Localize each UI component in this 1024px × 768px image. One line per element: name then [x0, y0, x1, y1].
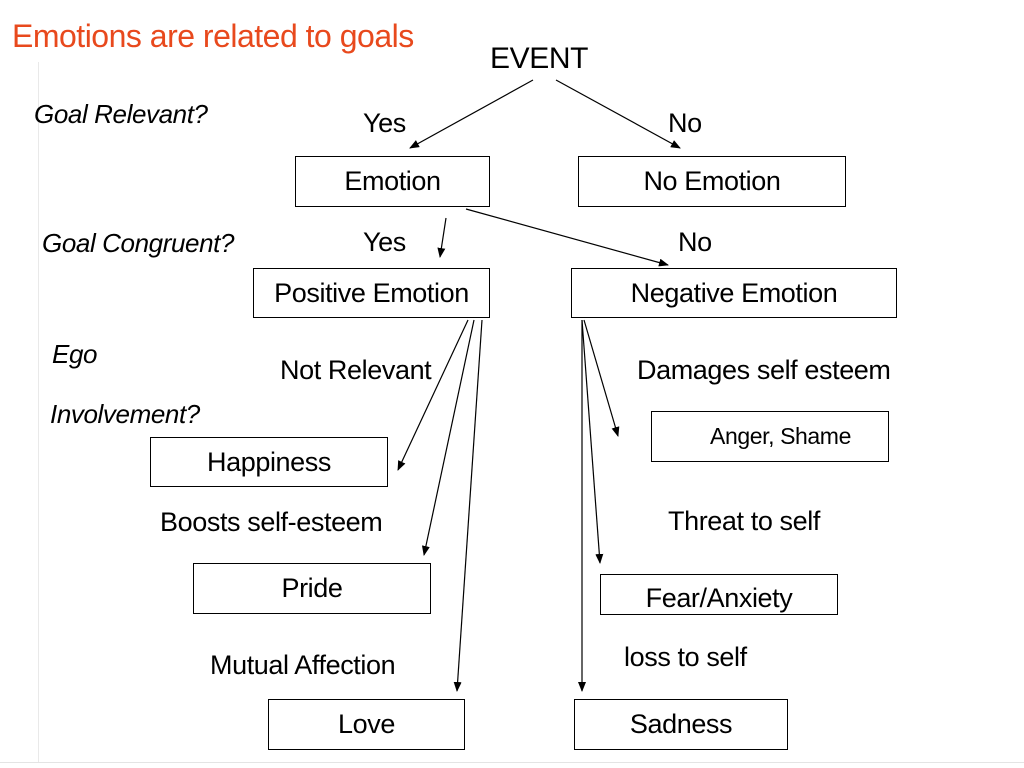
- arrow-positive-to-happiness: [397, 319, 469, 471]
- arrow-emotion-to-positive: [437, 217, 447, 258]
- event-node: EVENT: [490, 42, 589, 75]
- happiness-node: Happiness: [150, 437, 388, 487]
- edge-label-damages-self-esteem: Damages self esteem: [637, 355, 891, 385]
- slide-title: Emotions are related to goals: [12, 18, 414, 54]
- emotion-node: Emotion: [295, 156, 490, 207]
- positive-emotion-node: Positive Emotion: [253, 268, 490, 318]
- arrow-negative-to-fear-anxiety: [581, 319, 604, 564]
- arrow-negative-to-anger-shame: [583, 319, 620, 437]
- edge-label-boosts-self-esteem: Boosts self-esteem: [160, 507, 383, 537]
- arrow-event-to-no-emotion: [555, 79, 681, 149]
- love-node: Love: [268, 699, 465, 750]
- pride-node: Pride: [193, 563, 431, 614]
- edge-label-not-relevant: Not Relevant: [280, 355, 432, 385]
- edge-label-yes-relevant: Yes: [363, 108, 406, 138]
- question-ego: Ego: [52, 339, 98, 369]
- edge-label-no-relevant: No: [668, 108, 702, 138]
- edge-label-no-congruent: No: [678, 227, 712, 257]
- sadness-node: Sadness: [574, 699, 788, 750]
- slide-left-edge: [38, 62, 39, 762]
- arrow-emotion-to-negative: [465, 208, 669, 267]
- anger-shame-node: Anger, Shame: [651, 411, 889, 462]
- arrow-positive-to-love: [453, 319, 483, 692]
- question-goal-relevant: Goal Relevant?: [34, 99, 208, 129]
- arrow-event-to-emotion: [409, 79, 534, 149]
- edge-label-mutual-affection: Mutual Affection: [210, 650, 396, 680]
- edge-label-threat-to-self: Threat to self: [668, 506, 820, 536]
- arrow-positive-to-pride: [421, 319, 475, 556]
- no-emotion-node: No Emotion: [578, 156, 846, 207]
- fear-anxiety-node: Fear/Anxiety: [600, 574, 838, 615]
- negative-emotion-node: Negative Emotion: [571, 268, 897, 318]
- slide-bottom-edge: [0, 762, 1024, 763]
- edge-label-loss-to-self: loss to self: [624, 642, 747, 672]
- edge-label-yes-congruent: Yes: [363, 227, 406, 257]
- question-involvement: Involvement?: [50, 399, 200, 429]
- question-goal-congruent: Goal Congruent?: [42, 228, 235, 258]
